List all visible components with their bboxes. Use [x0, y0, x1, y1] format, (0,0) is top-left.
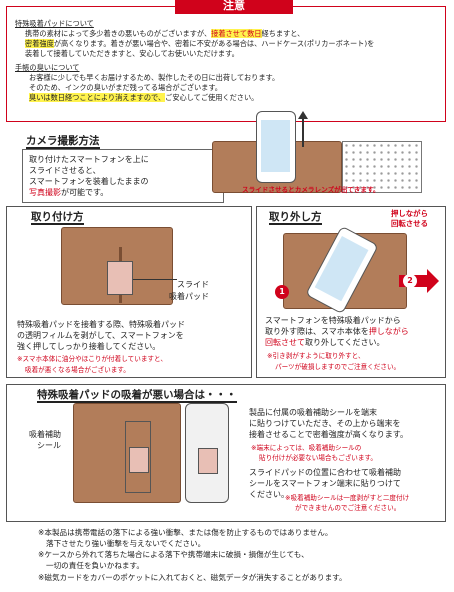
notice-title: 注意: [175, 0, 293, 14]
sticker-label-1: 吸着補助: [29, 430, 61, 439]
weak-text-4: スライドパッドの位置に合わせて吸着補助: [249, 468, 401, 477]
footer-note-2b: 一切の責任を負いかねます。: [46, 561, 144, 570]
weak-case-illustration: [73, 403, 181, 503]
arrow-head-icon: [298, 111, 308, 119]
case-front-cover: [342, 141, 422, 193]
remove-warning-2: パーツが破損しますのでご注意ください。: [275, 363, 401, 371]
camera-section: カメラ撮影方法 取り付けたスマートフォンを上に スライドさせると、 スマートフォ…: [18, 111, 438, 203]
notice-line-4: お客様に少しでも早くお届けするため、製作したその日に出荷しております。: [29, 73, 280, 82]
weak-text-3: 接着させることで密着強度が高くなります。: [249, 430, 408, 439]
remove-text-2: 取り外す際は、スマホ本体を押しながら: [265, 327, 409, 336]
notice-box: 注意 特殊吸着パッドについて 携帯の素材によって多少着きの悪いものがございますが…: [6, 0, 446, 122]
remove-title: 取り外し方: [269, 211, 322, 225]
notice-line-2: 密着強度が高くなります。着きが悪い場合や、密着に不安がある場合は、ハードケース(…: [25, 39, 375, 48]
press-label-1: 押しながら: [391, 209, 428, 218]
footer-note-2: ※ケースから外れて落ちた場合による落下や携帯端末に破損・損傷が生じても、: [38, 550, 309, 559]
attach-text-2: の透明フィルムを剥がして、スマートフォンを: [17, 331, 184, 340]
weak-text-6: ください。: [249, 490, 289, 499]
camera-caption: スライドさせるとカメラレンズが出てきます。: [242, 186, 380, 194]
footer-note-1b: 落下させたり強い衝撃を与えないでください。: [46, 539, 206, 548]
press-label-2: 回転させる: [391, 219, 428, 228]
notice-heading-pad: 特殊吸着パッドについて: [15, 19, 94, 28]
weak-slide-pad-icon: [129, 447, 149, 473]
footer-notes: ※本製品は携帯電話の落下による強い衝撃、または傷を防止するものではありません。 …: [0, 528, 454, 592]
camera-text-box: 取り付けたスマートフォンを上に スライドさせると、 スマートフォンを装着したまま…: [22, 149, 224, 203]
attach-warning-2: 吸着が悪くなる場合がございます。: [25, 366, 130, 374]
notice-line-3: 装着して接着していただきますと、安心してお使いいただけます。: [25, 49, 239, 58]
weak-warning-3: ※吸着補助シールは一度剥がすと二度付け: [285, 494, 410, 502]
weak-title: 特殊吸着パッドの吸着が悪い場合は・・・: [37, 389, 237, 403]
remove-section: 取り外し方 押しながら 回転させる 1 2 スマートフォンを特殊吸着パッドから …: [256, 206, 446, 378]
weak-text-2: に貼りつけていただき、その上から端末を: [249, 419, 401, 428]
notice-line-6: 臭いは数日経つことにより消えますので、ご安心してご使用ください。: [29, 93, 259, 102]
pad-pointer-line: [133, 279, 177, 280]
weak-text-5: シールをスマートフォン端末に貼りつけて: [249, 479, 401, 488]
attach-warning-1: ※スマホ本体に油分やほこりが付着していますと、: [17, 355, 167, 363]
phone-slid-up: [256, 111, 296, 183]
slide-up-arrow-icon: [302, 117, 304, 147]
step-2-badge: 2: [403, 274, 417, 288]
attach-text-1: 特殊吸着パッドを接着する際、特殊吸着パッド: [17, 320, 185, 329]
camera-text-2: スライドさせると、: [29, 166, 101, 175]
pad-label-1: スライド: [177, 280, 209, 289]
pad-outline: [125, 421, 151, 493]
weak-warning-4: ができませんのでご注意ください。: [295, 504, 401, 512]
phone-back: [185, 403, 229, 503]
footer-note-1: ※本製品は携帯電話の落下による強い衝撃、または傷を防止するものではありません。: [38, 528, 333, 537]
attach-title: 取り付け方: [31, 211, 84, 225]
notice-heading-smell: 手帳の臭いについて: [15, 63, 80, 72]
attach-section: 取り付け方 スライド 吸着パッド 特殊吸着パッドを接着する際、特殊吸着パッド の…: [6, 206, 252, 378]
sticker-label-2: シール: [37, 441, 61, 450]
remove-text-3: 回転させて取り外してください。: [265, 338, 385, 347]
camera-text-3: スマートフォンを装着したままの: [29, 177, 149, 186]
notice-line-5: そのため、インクの臭いがまだ残ってる場合がございます。: [29, 83, 222, 92]
weak-warning-1: ※端末によっては、吸着補助シールの: [251, 444, 362, 452]
remove-text-1: スマートフォンを特殊吸着パッドから: [265, 316, 401, 325]
attach-text-3: 強く押してしっかり接着してください。: [17, 342, 161, 351]
camera-text-4: 写真撮影が可能です。: [29, 188, 109, 197]
weak-adhesion-section: 特殊吸着パッドの吸着が悪い場合は・・・ 吸着補助 シール 製品に付属の吸着補助シ…: [6, 384, 446, 522]
step-1-badge: 1: [275, 285, 289, 299]
footer-note-3: ※磁気カードをカバーのポケットに入れておくと、磁気データが消失することがあります…: [38, 573, 347, 582]
pull-arrow-head-icon: [427, 269, 439, 293]
remove-warning-1: ※引き剥がすように取り外すと、: [267, 352, 365, 360]
slide-pad-icon: [107, 261, 133, 295]
camera-title: カメラ撮影方法: [26, 135, 100, 149]
camera-text-1: 取り付けたスマートフォンを上に: [29, 155, 149, 164]
notice-line-1: 携帯の素材によって多少着きの悪いものがございますが、接着させて数日経ちますと、: [25, 29, 305, 38]
weak-text-1: 製品に付属の吸着補助シールを端末: [249, 408, 377, 417]
weak-warning-2: 貼り付けが必要ない場合もございます。: [259, 454, 378, 462]
pad-label-2: 吸着パッド: [169, 292, 209, 301]
